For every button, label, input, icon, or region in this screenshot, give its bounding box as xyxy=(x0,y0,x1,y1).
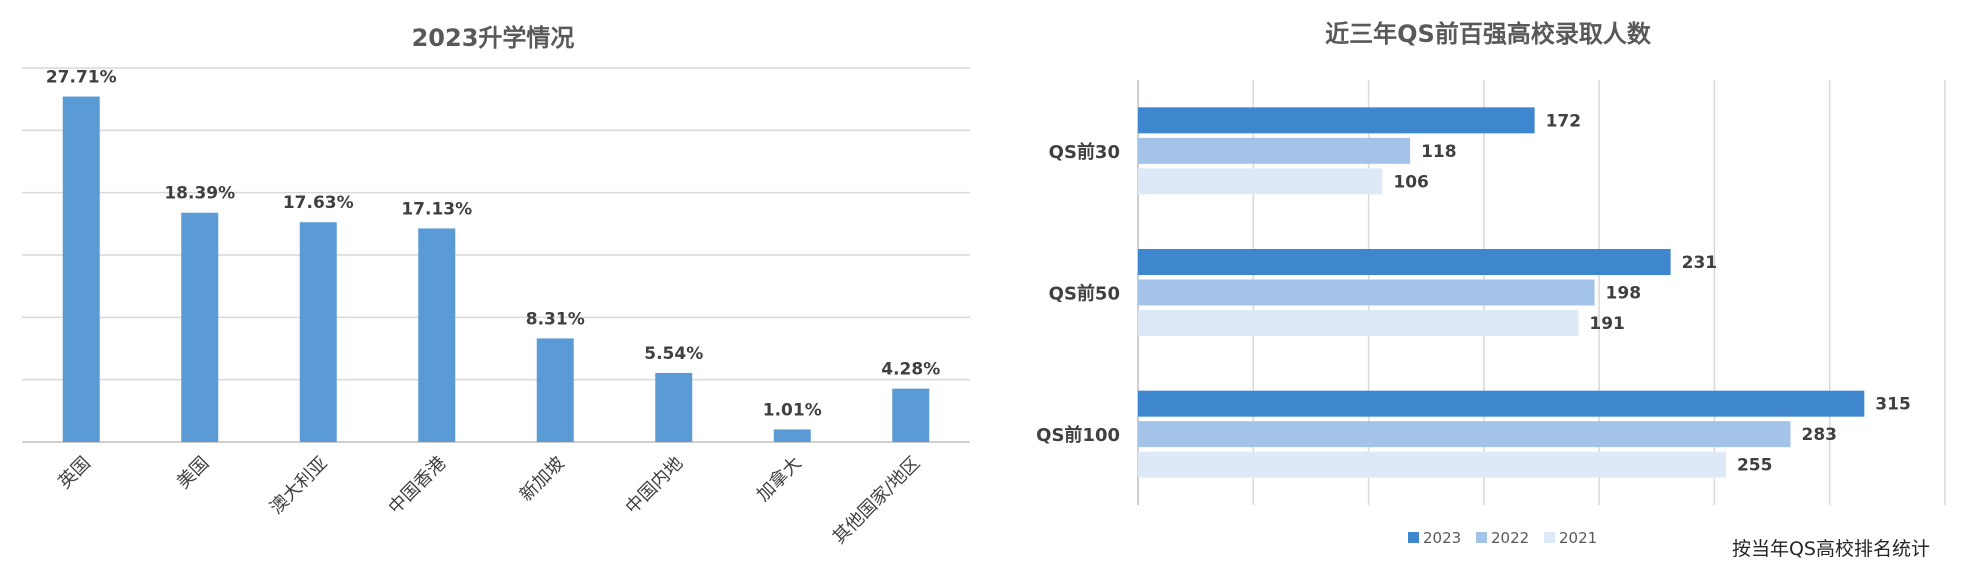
right-data-label: 172 xyxy=(1546,111,1582,131)
legend-swatch xyxy=(1408,532,1419,543)
left-bar xyxy=(655,372,693,442)
right-data-label: 118 xyxy=(1421,142,1457,162)
left-category-label: 其他国家/地区 xyxy=(829,453,925,549)
right-data-label: 315 xyxy=(1875,395,1911,415)
legend-label: 2021 xyxy=(1559,529,1597,547)
left-category-label: 新加坡 xyxy=(516,453,569,506)
right-data-labels: 172 118 106 231 198 191 315 283 255 xyxy=(1393,111,1910,475)
right-data-label: 106 xyxy=(1393,172,1429,192)
left-data-label: 17.63% xyxy=(283,193,354,213)
right-bar xyxy=(1138,249,1671,275)
right-data-label: 191 xyxy=(1589,314,1625,334)
left-chart-title: 2023升学情况 xyxy=(412,24,575,52)
right-bar xyxy=(1138,390,1865,417)
right-data-label: 198 xyxy=(1606,284,1642,304)
left-gridlines xyxy=(22,67,970,443)
right-bar xyxy=(1138,137,1411,164)
left-data-label: 4.28% xyxy=(881,360,940,380)
left-bar xyxy=(892,388,930,442)
right-legend: 2023 2022 2021 xyxy=(1408,529,1597,547)
left-category-labels: 英国 美国 澳大利亚中国香港 新加坡中国内地 加拿大其他国家/地区 xyxy=(54,452,924,548)
left-bar xyxy=(773,429,811,442)
legend-label: 2022 xyxy=(1491,529,1529,547)
legend-label: 2023 xyxy=(1423,529,1461,547)
left-data-label: 17.13% xyxy=(401,199,472,219)
left-data-label: 5.54% xyxy=(644,344,703,364)
right-data-label: 255 xyxy=(1737,456,1773,476)
right-data-label: 231 xyxy=(1682,253,1718,273)
right-chart: 近三年QS前百强高校录取人数 172 118 106 231 198 191 315 283 2… xyxy=(1036,20,1946,560)
right-bar xyxy=(1138,168,1383,195)
right-bars xyxy=(1138,107,1865,478)
left-data-labels: 27.71% 18.39% 17.63% 17.13% 8.31% 5.54% 1.01% 4… xyxy=(46,68,940,421)
legend-swatch xyxy=(1476,532,1487,543)
left-data-label: 18.39% xyxy=(164,184,235,204)
right-bar xyxy=(1138,310,1579,336)
left-bar xyxy=(418,228,456,442)
right-chart-title: 近三年QS前百强高校录取人数 xyxy=(1325,20,1652,48)
left-bar xyxy=(536,338,574,442)
left-category-label: 加拿大 xyxy=(752,452,806,506)
right-bar xyxy=(1138,279,1595,306)
right-category-label: QS前30 xyxy=(1049,141,1120,163)
right-bar xyxy=(1138,107,1535,134)
right-category-label: QS前100 xyxy=(1036,424,1120,446)
left-bar xyxy=(299,222,337,442)
right-bar xyxy=(1138,421,1791,448)
left-category-label: 中国内地 xyxy=(622,453,688,519)
right-data-label: 283 xyxy=(1802,425,1838,445)
left-category-label: 美国 xyxy=(173,453,213,493)
left-data-label: 8.31% xyxy=(526,309,585,329)
ranking-note: 按当年QS高校排名统计 xyxy=(1732,538,1930,560)
left-category-label: 英国 xyxy=(54,453,94,493)
right-bar xyxy=(1138,451,1726,478)
left-chart: 2023升学情况 27.71% 18.39% 17.63% 17.13% 8.31% 5.… xyxy=(22,24,970,548)
right-category-label: QS前50 xyxy=(1049,283,1120,305)
left-category-label: 中国香港 xyxy=(385,453,451,519)
legend-swatch xyxy=(1544,532,1555,543)
left-bar xyxy=(181,212,219,442)
left-category-label: 澳大利亚 xyxy=(266,453,332,519)
left-data-label: 1.01% xyxy=(763,400,822,420)
left-bars xyxy=(62,96,930,442)
left-bar xyxy=(62,96,100,442)
left-data-label: 27.71% xyxy=(46,68,117,88)
